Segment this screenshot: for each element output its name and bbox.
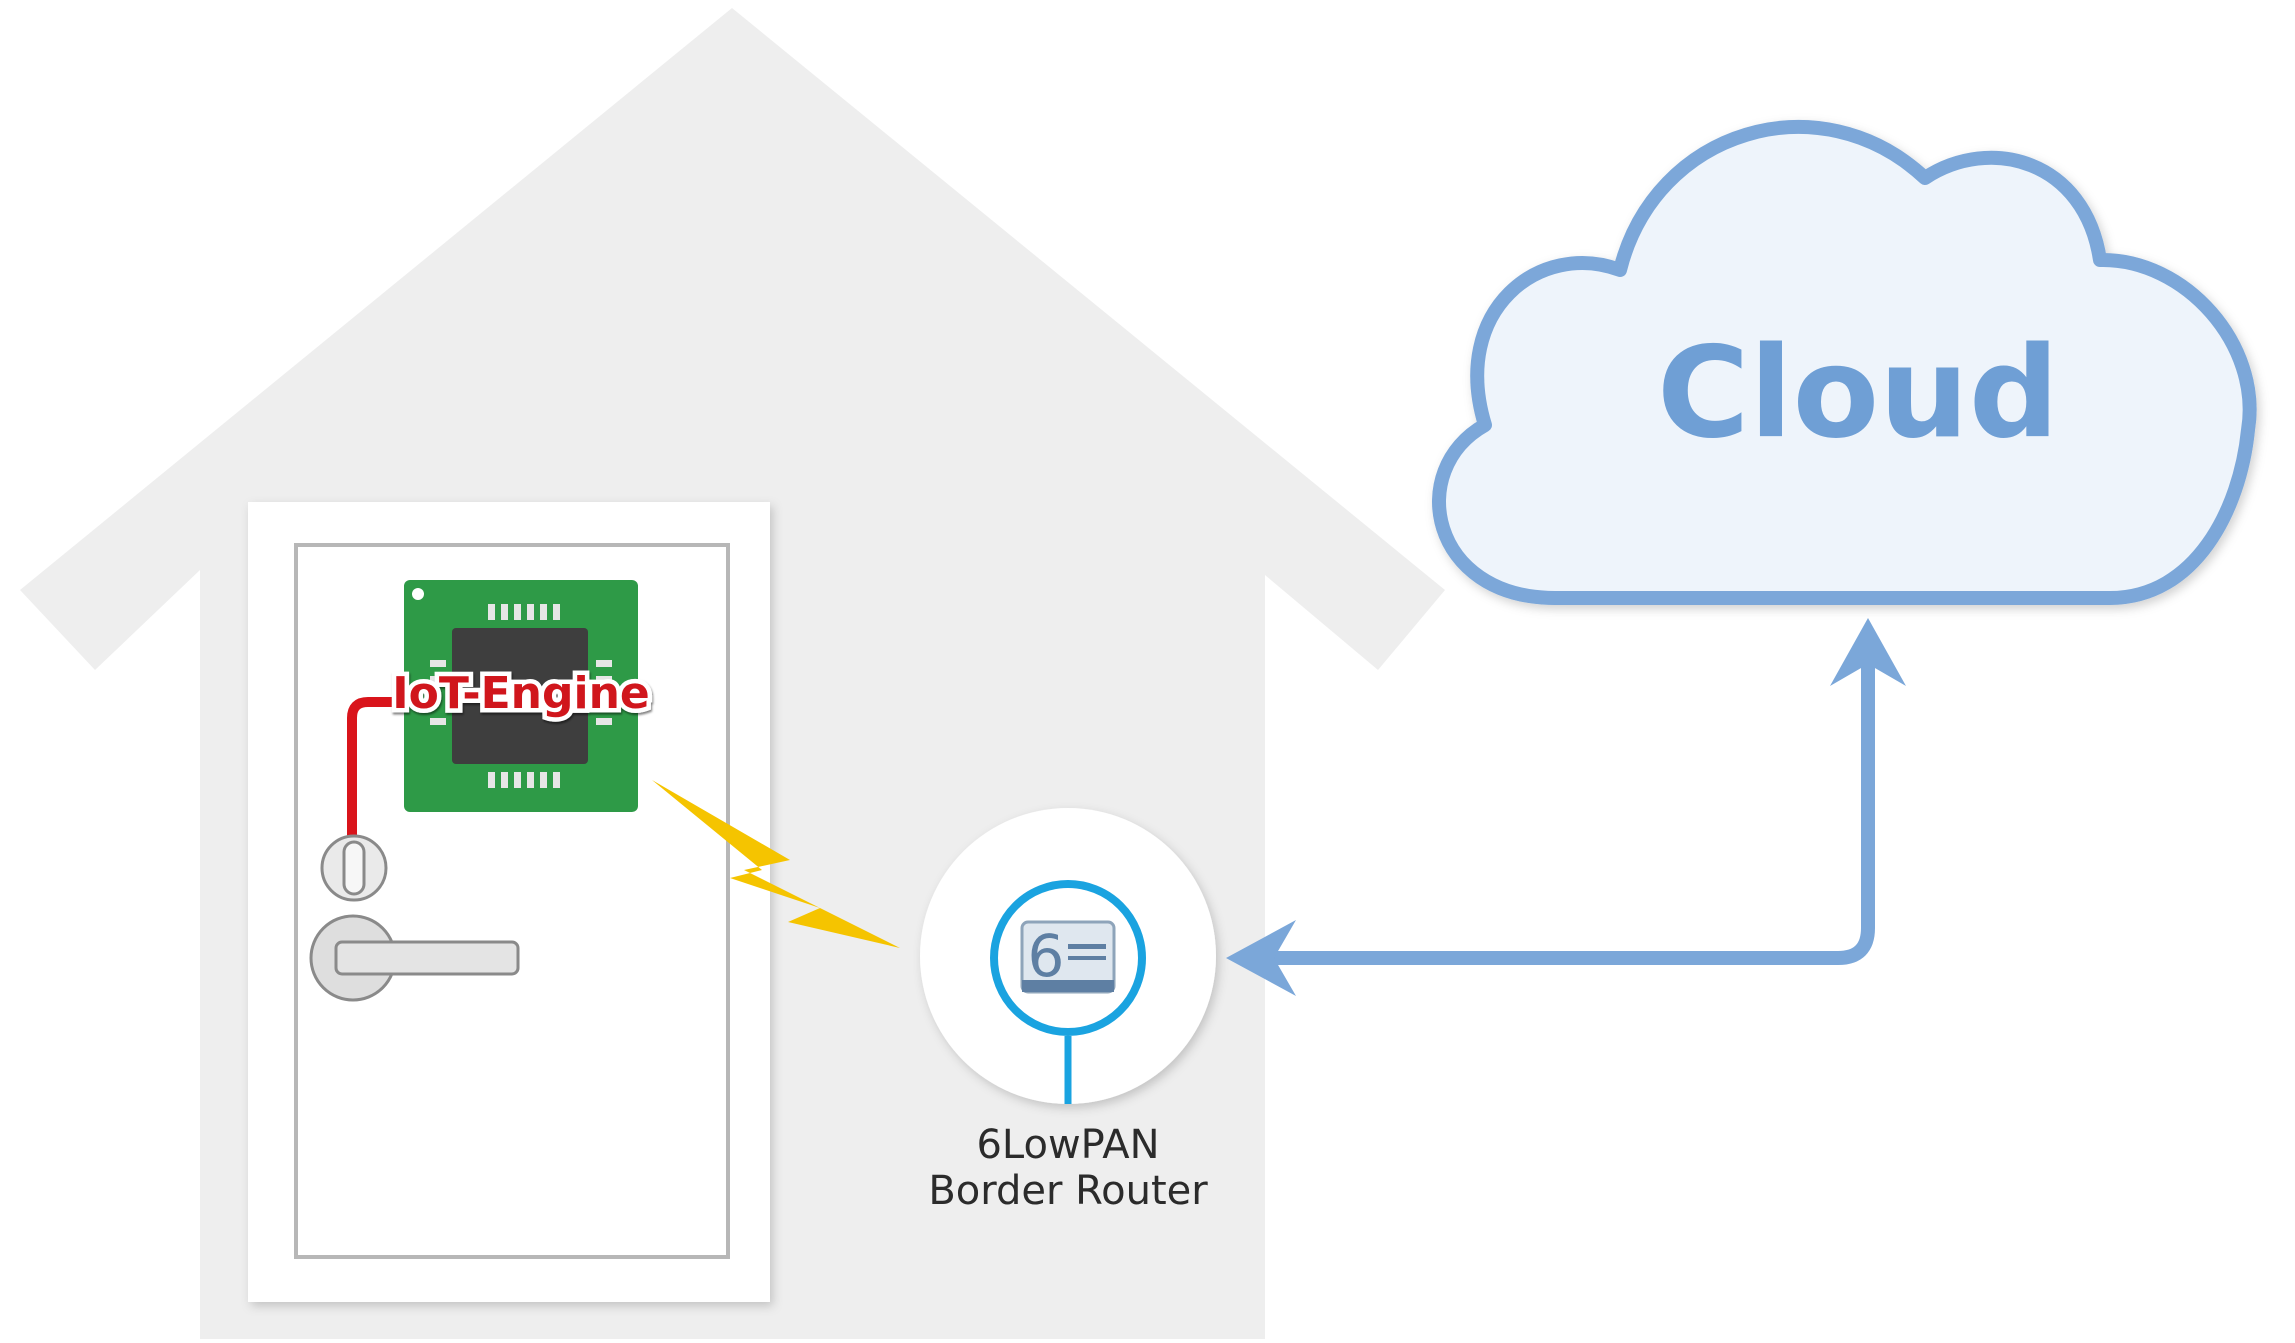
router-icon: 6 [920, 808, 1216, 1104]
router-label-line2: Border Router [928, 1168, 1208, 1214]
cloud-label: Cloud [1657, 319, 2059, 466]
door-handle [309, 914, 520, 1002]
lightning-bolt-icon [652, 780, 900, 948]
router-label-line1: 6LowPAN [976, 1122, 1159, 1168]
iot-engine-label: IoT-Engine [392, 668, 650, 719]
door [248, 502, 770, 1302]
arrow-head-up [1830, 618, 1906, 686]
router-logo-digit: 6 [1028, 922, 1065, 990]
lock-wire [347, 697, 417, 847]
cloud-icon [1432, 120, 2257, 605]
arrow-head-left [1226, 920, 1296, 996]
door-lock [320, 834, 388, 902]
arrow-icon [1260, 660, 1875, 965]
chip-icon [404, 580, 638, 812]
